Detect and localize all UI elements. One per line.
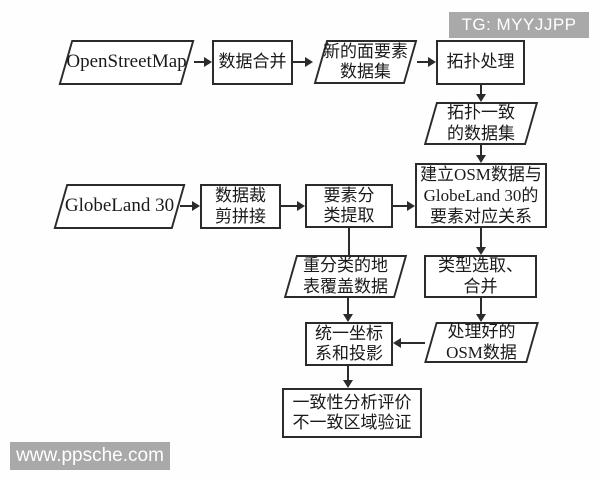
arrow-data-clip-to-feature-extraction [281, 201, 305, 211]
line-feature-extraction-to-reclassified-cover [348, 228, 350, 255]
node-topology-consistent-dataset: 拓扑一致 的数据集 [423, 102, 539, 145]
node-feature-extraction-line1: 要素分 [323, 185, 375, 205]
node-build-correspondence-line1: 建立OSM数据与 [420, 164, 542, 184]
node-globeland30: GlobeLand 30 [53, 184, 186, 229]
node-new-polygon-dataset: 新的面要素 数据集 [313, 40, 418, 84]
arrow-topology-processing-to-consistent-dataset [476, 85, 486, 102]
arrow-new-dataset-to-topology-processing [417, 57, 436, 67]
node-data-clip-mosaic: 数据裁 剪拼接 [200, 184, 281, 229]
arrow-reclassified-cover-to-unify-crs [343, 298, 353, 322]
node-new-polygon-dataset-line2: 数据集 [340, 62, 391, 81]
node-processed-osm-line2: OSM数据 [446, 342, 517, 362]
node-type-select-line2: 合并 [463, 276, 498, 296]
node-type-select-line1: 类型选取、 [438, 256, 523, 276]
node-topology-consistent-line1: 拓扑一致 [447, 103, 515, 123]
node-type-select-merge: 类型选取、 合并 [424, 255, 537, 298]
node-build-correspondence-line2: GlobeLand 30的 [423, 185, 539, 205]
node-reclassified-cover-line2: 表覆盖数据 [303, 276, 388, 296]
arrowhead-down-icon [476, 155, 486, 163]
node-feature-extraction: 要素分 类提取 [305, 184, 393, 228]
node-data-merge-label: 数据合并 [218, 52, 287, 72]
node-unify-crs: 统一坐标 系和投影 [305, 322, 393, 366]
arrow-feature-extraction-to-build-correspondence [393, 201, 415, 211]
node-reclassified-cover: 重分类的地 表覆盖数据 [283, 255, 408, 298]
node-new-polygon-dataset-line1: 新的面要素 [323, 41, 408, 61]
node-topology-processing: 拓扑处理 [436, 40, 525, 85]
arrow-openstreetmap-to-data-merge [194, 57, 212, 67]
arrow-consistent-dataset-to-build-correspondence [476, 145, 486, 163]
node-unify-crs-line1: 统一坐标 [315, 323, 383, 343]
node-build-correspondence-line3: 要素对应关系 [429, 207, 532, 227]
arrow-build-correspondence-to-type-select [476, 228, 486, 255]
tg-watermark-badge: TG: MYYJJPP [449, 12, 589, 38]
node-reclassified-cover-line1: 重分类的地 [303, 256, 388, 276]
node-data-clip-line2: 剪拼接 [215, 206, 266, 226]
arrow-globeland30-to-data-clip [180, 201, 200, 211]
site-watermark: www.ppsche.com [10, 442, 170, 470]
node-data-merge: 数据合并 [212, 40, 293, 85]
node-build-correspondence: 建立OSM数据与 GlobeLand 30的 要素对应关系 [415, 163, 547, 228]
arrowhead-down-icon [476, 247, 486, 255]
node-processed-osm-line1: 处理好的 [447, 322, 516, 342]
arrowhead-right-icon [192, 201, 200, 211]
arrowhead-down-icon [343, 380, 353, 388]
arrow-unify-crs-to-consistency-analysis [343, 366, 353, 388]
arrowhead-down-icon [476, 94, 486, 102]
arrowhead-left-icon [393, 338, 401, 348]
arrowhead-down-icon [343, 314, 353, 322]
node-feature-extraction-line2: 类提取 [323, 206, 375, 225]
node-consistency-analysis: 一致性分析评价 不一致区域验证 [282, 388, 422, 438]
arrowhead-right-icon [407, 201, 415, 211]
node-openstreetmap-label: OpenStreetMap [66, 51, 187, 73]
arrowhead-right-icon [204, 57, 212, 67]
arrowhead-right-icon [305, 57, 313, 67]
node-unify-crs-line2: 系和投影 [315, 344, 383, 363]
node-processed-osm: 处理好的 OSM数据 [423, 322, 540, 363]
node-data-clip-line1: 数据裁 [215, 186, 266, 206]
node-globeland30-label: GlobeLand 30 [64, 195, 175, 217]
node-consistency-line1: 一致性分析评价 [292, 392, 412, 412]
arrow-type-select-to-processed-osm [476, 298, 486, 322]
arrowhead-down-icon [476, 314, 486, 322]
node-openstreetmap: OpenStreetMap [58, 40, 195, 85]
node-consistency-line2: 不一致区域验证 [292, 413, 412, 432]
arrow-processed-osm-to-unify-crs [393, 338, 425, 348]
node-topology-consistent-line2: 的数据集 [447, 123, 515, 143]
arrowhead-right-icon [297, 201, 305, 211]
node-topology-processing-label: 拓扑处理 [446, 52, 515, 72]
arrowhead-right-icon [428, 57, 436, 67]
arrow-data-merge-to-new-dataset [293, 57, 313, 67]
